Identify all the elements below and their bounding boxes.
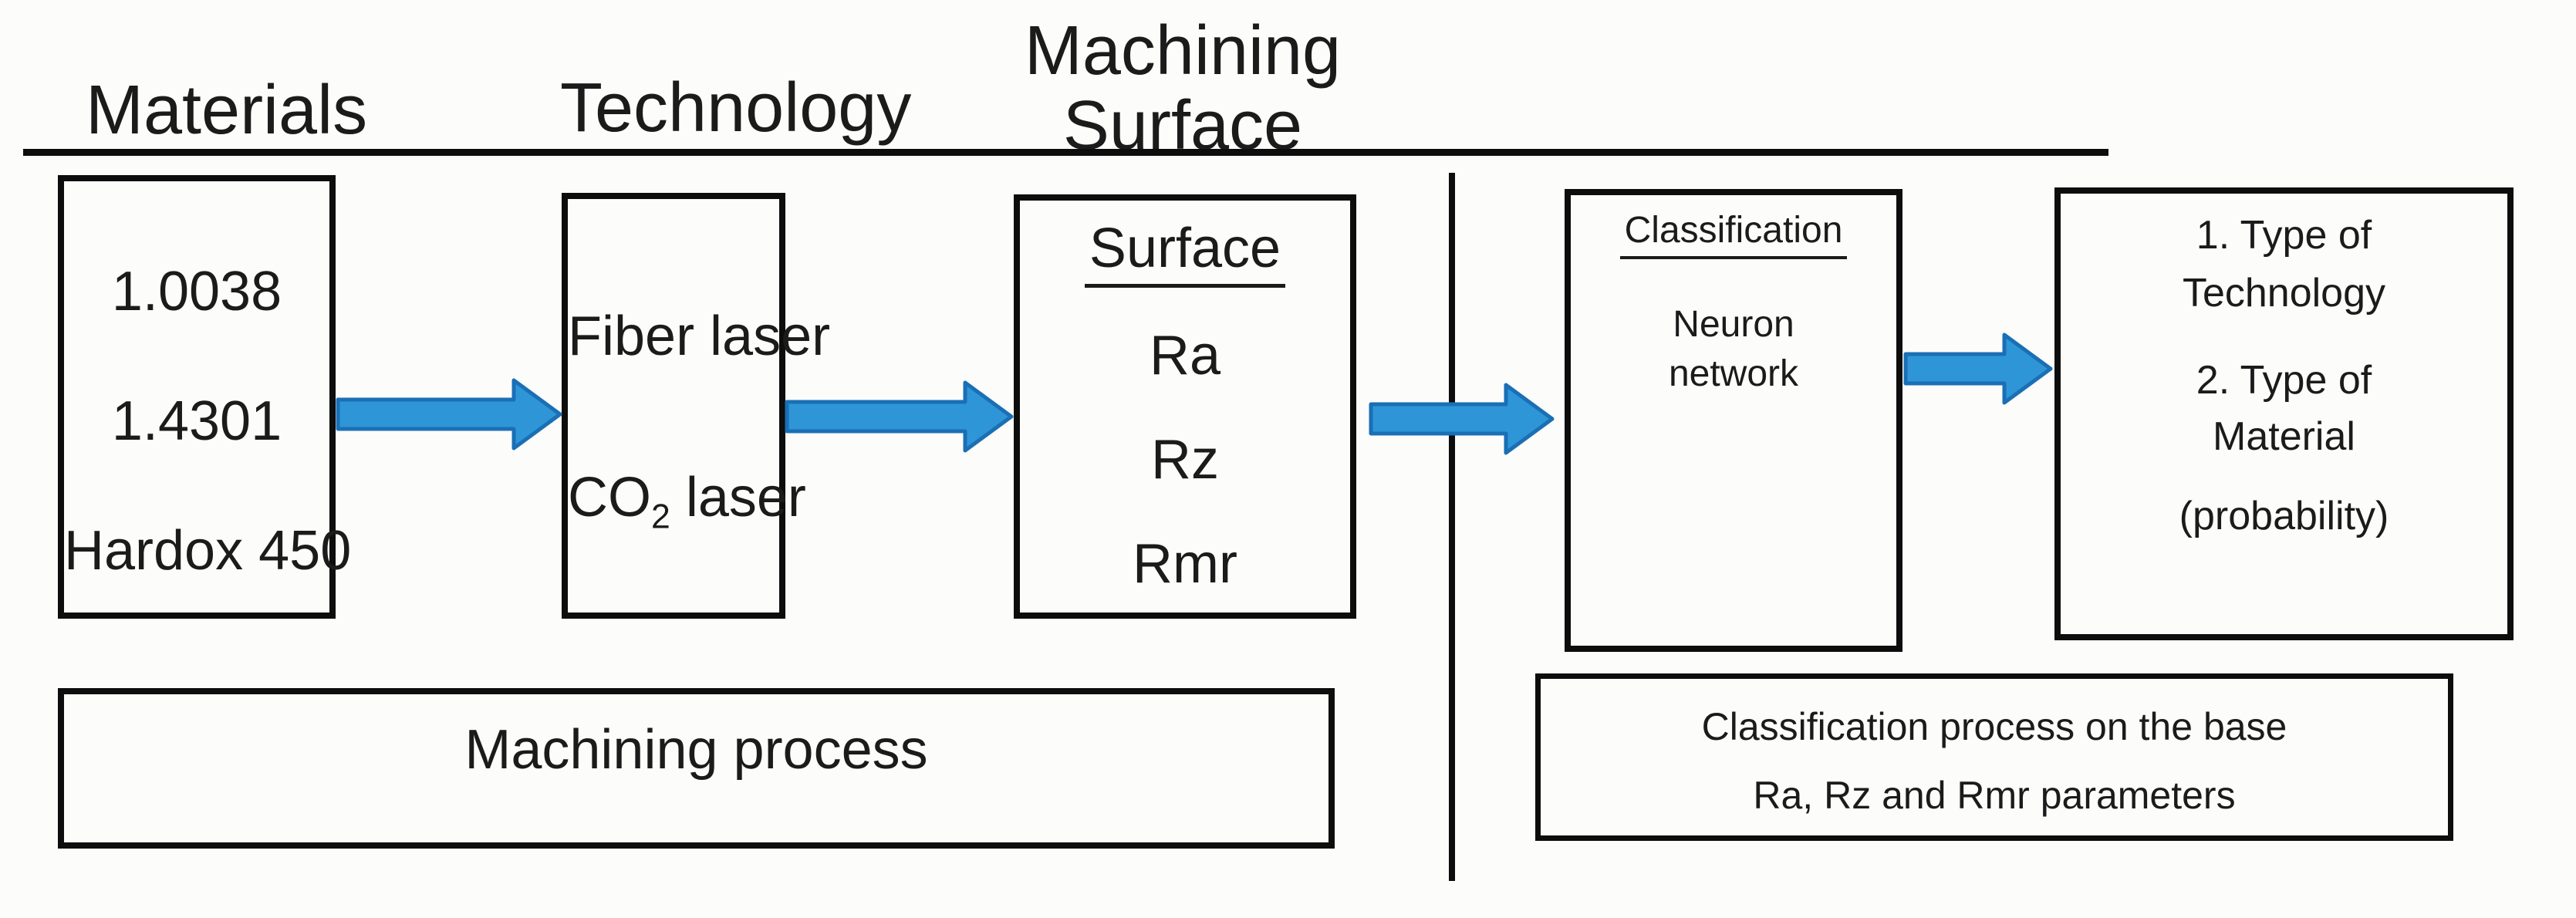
output-box: 1. Type of Technology 2. Type of Materia… (2054, 187, 2514, 640)
arrow-right-icon-technology-to-surface (785, 380, 1014, 453)
classification-box: Classification Neuron network (1565, 189, 1902, 652)
surface-parameter: Rz (1151, 429, 1219, 491)
material-item: Hardox 450 (64, 520, 352, 582)
material-item: 1.4301 (111, 390, 282, 452)
technology-column-label: Technology (560, 69, 912, 147)
materials-box: 1.0038 1.4301 Hardox 450 (58, 175, 352, 619)
technology-item-fiber-laser: Fiber laser (568, 305, 831, 367)
classification-process-caption-line1: Classification process on the base (1701, 705, 2287, 748)
machining-process-caption-box: Machining process (58, 688, 1335, 849)
co2-suffix: laser (670, 467, 806, 528)
co2-subscript: 2 (651, 498, 670, 536)
output-line: (probability) (2179, 494, 2389, 538)
classification-box-title: Classification (1571, 209, 1896, 259)
output-line: Material (2213, 414, 2355, 459)
co2-prefix: CO (568, 467, 651, 528)
surface-parameter: Ra (1149, 325, 1221, 386)
surface-title-underlined: Surface (1084, 218, 1286, 288)
arrow-right-icon-materials-to-technology (336, 378, 562, 451)
output-line: 1. Type of (2196, 213, 2372, 258)
surface-box-title: Surface (1020, 218, 1350, 288)
material-item: 1.0038 (111, 261, 282, 322)
materials-column-label: Materials (86, 72, 368, 149)
classification-method-line2: network (1668, 353, 1799, 394)
arrow-right-icon-classification-to-output (1903, 332, 2053, 405)
technology-item-co2-laser: CO2 laser (568, 467, 806, 534)
machining-surface-label-line1: Machining (1024, 12, 1342, 89)
classification-method-line1: Neuron (1673, 304, 1794, 345)
output-line: 2. Type of (2196, 358, 2372, 403)
classification-process-caption-box: Classification process on the base Ra, R… (1535, 673, 2453, 841)
output-line: Technology (2182, 271, 2386, 316)
surface-parameter: Rmr (1133, 533, 1237, 595)
classification-title-underlined: Classification (1619, 209, 1848, 259)
technology-box: Fiber laser CO2 laser (562, 193, 831, 619)
surface-box: Surface Ra Rz Rmr (1014, 194, 1356, 619)
machining-process-caption: Machining process (464, 719, 928, 781)
header-divider-rule (23, 149, 2108, 156)
classification-process-caption-line2: Ra, Rz and Rmr parameters (1753, 774, 2236, 817)
process-separator-line (1449, 173, 1455, 881)
arrow-right-icon-surface-to-classification (1369, 383, 1555, 455)
machining-surface-column-label: Machining Surface (990, 14, 1376, 164)
